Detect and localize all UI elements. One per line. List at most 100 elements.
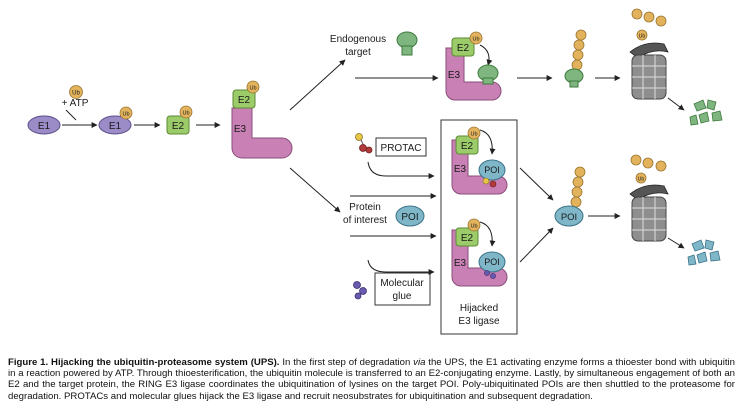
ubiquitin-icon xyxy=(575,29,587,41)
endogenous-label-2: target xyxy=(345,47,371,58)
arrow-to-hijacked xyxy=(289,167,341,213)
poi-label: POI xyxy=(561,212,577,223)
ubiquitin-icon xyxy=(573,39,585,51)
e2-ub: E2 Ub xyxy=(166,105,193,135)
ubiquitin-icon xyxy=(631,8,643,20)
poi-label: POI xyxy=(401,212,418,223)
caption-text-1: In the first step of degradation xyxy=(279,356,414,368)
ubiquitin-icon xyxy=(467,126,481,140)
degraded-fragments-top xyxy=(689,99,723,126)
ub-transfer-arrow xyxy=(479,44,493,66)
ub-label: Ub xyxy=(470,224,477,230)
arrow-protac-to-e3 xyxy=(367,161,435,179)
proteasome-bottom: Ub xyxy=(629,154,669,242)
e3-complex-endogenous: E3 E2 Ub xyxy=(445,31,502,101)
poi-protein-icon xyxy=(554,205,584,227)
ubiquitin-icon xyxy=(655,15,667,27)
e3-complex-protac: E3 E2 Ub POI xyxy=(451,126,508,195)
glue-molecule-icon xyxy=(353,281,361,289)
e2-label: E2 xyxy=(172,121,185,132)
ub-transfer-arrow xyxy=(479,129,496,155)
e2-label: E2 xyxy=(461,233,474,244)
poi-protein-icon xyxy=(395,205,425,227)
ubiquitin-icon xyxy=(179,105,193,119)
ubiquitin-icon xyxy=(571,59,583,71)
protac-warhead-icon xyxy=(482,177,490,185)
ubiquitin-icon xyxy=(572,49,584,61)
proteasome-cap-icon xyxy=(629,42,669,59)
proteasome-top: Ub xyxy=(629,8,669,100)
ubiquitin-icon xyxy=(572,176,584,188)
e1-enzyme-icon xyxy=(98,115,132,135)
caption-title: Figure 1. Hijacking the ubiquitin-protea… xyxy=(8,356,280,368)
ubiquitin-icon xyxy=(636,29,648,41)
ubiquitin-icon xyxy=(570,196,582,208)
caption-text-2: the UPS, the E1 activating enzyme forms … xyxy=(8,356,735,402)
poi-label-2: of interest xyxy=(343,215,387,226)
ubiquitin-icon xyxy=(642,157,654,169)
ubiquitin-icon xyxy=(630,154,642,166)
e3-label: E3 xyxy=(448,70,461,81)
ub-label: Ub xyxy=(122,112,129,118)
target-protein-stem xyxy=(569,80,579,88)
arrow-glue-to-polyub xyxy=(519,227,554,263)
ub-label: Ub xyxy=(470,132,477,138)
proteasome-cap-icon xyxy=(629,184,669,201)
hijacked-label-1: Hijacked xyxy=(460,303,498,314)
glue-label-box xyxy=(374,272,431,306)
poi-protein-icon xyxy=(478,251,506,273)
caption-via: via xyxy=(413,356,426,368)
e2-enzyme-icon xyxy=(455,135,479,155)
polyub-poi: POI xyxy=(554,166,586,227)
e3-complex-glue: E3 E2 Ub POI xyxy=(451,218,508,287)
poi-protein-icon xyxy=(478,159,506,181)
ups-diagram: Ub + ATP E1 E1 Ub E2 Ub E3 E2 Ub Endogen… xyxy=(27,8,723,335)
arrow-glue-to-e3 xyxy=(367,259,435,275)
e1-enzyme-icon xyxy=(27,115,61,135)
e3-ligase-icon xyxy=(231,107,293,159)
ubiquitin-icon xyxy=(574,166,586,178)
arrow-protac-to-polyub xyxy=(519,167,554,201)
target-protein-stem xyxy=(482,77,494,85)
ubiquitin-icon xyxy=(635,172,647,184)
target-protein-stem xyxy=(401,45,413,56)
ub-atp-group: Ub + ATP xyxy=(62,85,89,109)
e2-enzyme-icon xyxy=(451,37,475,57)
e3-label: E3 xyxy=(234,124,247,135)
endogenous-label-1: Endogenous xyxy=(330,34,386,45)
protac-ligand-icon xyxy=(489,180,497,188)
e1-ub: E1 Ub xyxy=(98,106,133,135)
ubiquitin-icon xyxy=(119,106,133,120)
e3-label: E3 xyxy=(454,258,467,269)
glue-molecule-icon xyxy=(484,270,490,276)
atp-curve xyxy=(65,109,77,121)
protac-ligand-icon xyxy=(359,144,367,152)
ubiquitin-icon xyxy=(571,186,583,198)
e2-enzyme-icon xyxy=(455,227,479,247)
ub-label: Ub xyxy=(72,91,80,97)
ubiquitin-icon xyxy=(69,85,83,99)
glue-input: Molecular glue xyxy=(353,272,431,306)
hijacked-label-2: E3 ligase xyxy=(458,316,500,327)
protac-warhead-icon xyxy=(355,133,363,141)
e1-free: E1 xyxy=(27,115,61,135)
poi-label: POI xyxy=(484,257,500,267)
arrow-to-fragments-bottom xyxy=(667,237,685,249)
e3-complex-free: E3 E2 Ub xyxy=(231,80,293,159)
endogenous-target-free xyxy=(396,31,418,56)
e2-enzyme-icon xyxy=(166,115,190,135)
poi-label: POI xyxy=(484,165,500,175)
ub-label: Ub xyxy=(182,111,189,117)
protac-label: PROTAC xyxy=(381,143,422,154)
ub-transfer-arrow xyxy=(479,221,496,247)
ubiquitin-icon xyxy=(469,31,483,45)
e1-label: E1 xyxy=(38,121,51,132)
polyub-endogenous xyxy=(564,29,587,88)
ub-label: Ub xyxy=(639,34,646,40)
figure-caption: Figure 1. Hijacking the ubiquitin-protea… xyxy=(8,357,735,403)
ubiquitin-icon xyxy=(246,80,260,94)
ub-label: Ub xyxy=(638,177,645,183)
e1-label: E1 xyxy=(109,121,122,132)
e3-label: E3 xyxy=(454,164,467,175)
glue-label-1: Molecular xyxy=(380,278,424,289)
